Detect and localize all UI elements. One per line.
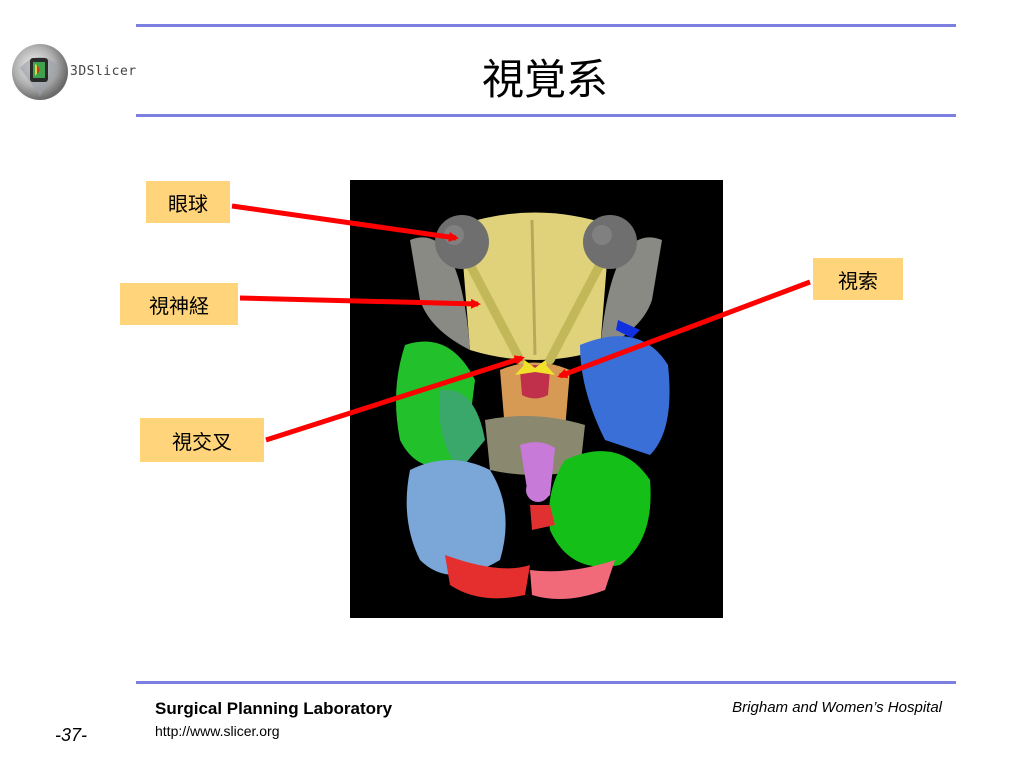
label-optic-chiasm: 視交叉 — [140, 418, 264, 462]
arrow-optic-chiasm — [265, 355, 525, 443]
arrow-eyeball — [231, 203, 459, 242]
arrow-optic-tract — [557, 279, 811, 379]
footer-hospital: Brigham and Women’s Hospital — [732, 699, 942, 716]
page-number: -37- — [55, 725, 88, 745]
arrow-optic-nerve — [239, 295, 481, 309]
footer-rule — [136, 681, 956, 684]
header-top-rule — [136, 24, 956, 27]
brain-model-image — [350, 180, 723, 618]
label-optic-tract: 視索 — [813, 258, 903, 300]
label-eyeball: 眼球 — [146, 181, 230, 223]
header-bottom-rule — [136, 114, 956, 117]
slicer-logo — [2, 38, 142, 108]
footer-url[interactable]: http://www.slicer.org — [155, 723, 280, 739]
slide-title: 視覚系 — [481, 55, 608, 104]
footer-lab-name: Surgical Planning Laboratory — [155, 699, 393, 718]
logo-text: 3DSlicer — [70, 64, 137, 79]
label-optic-nerve: 視神経 — [120, 283, 238, 325]
